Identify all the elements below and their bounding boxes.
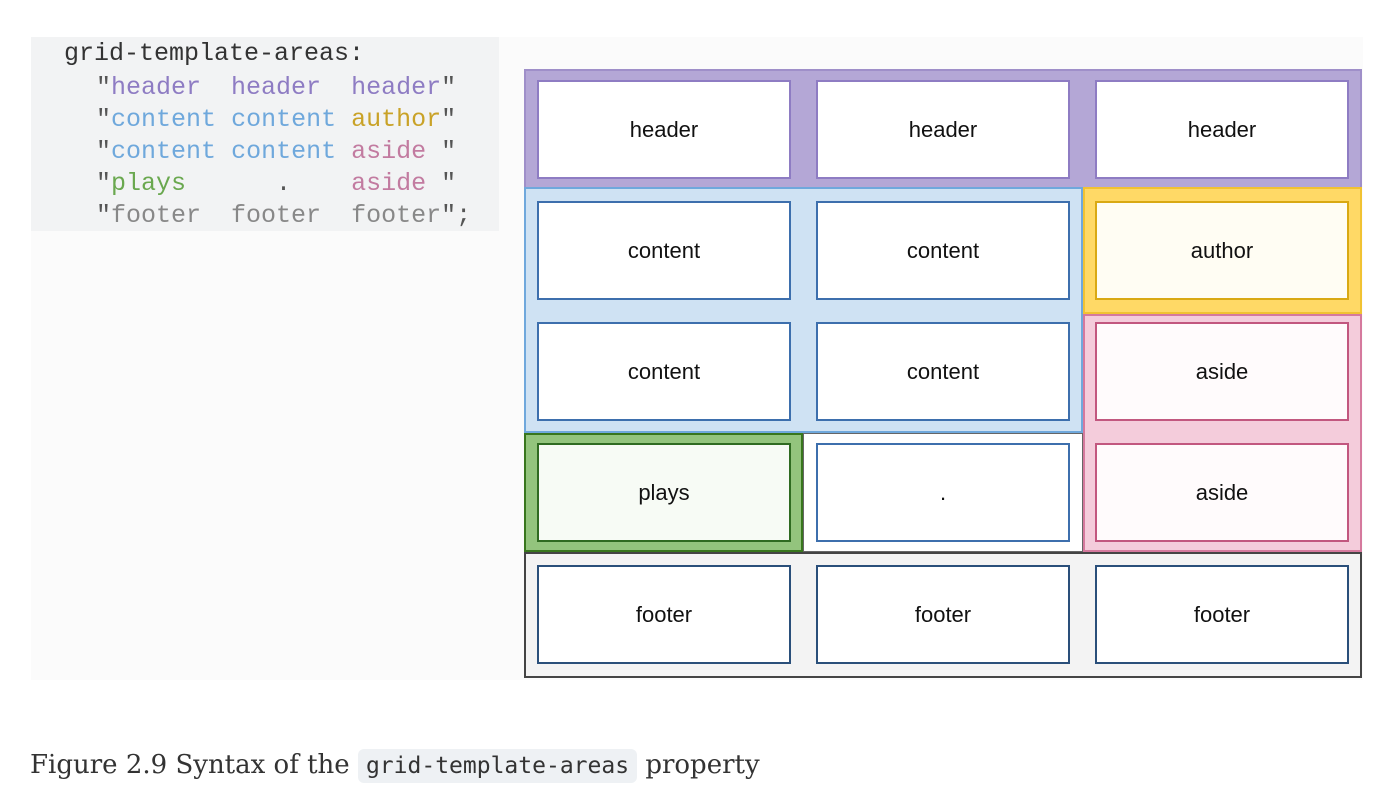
code-block — [31, 37, 499, 231]
code-token — [336, 105, 351, 134]
code-row-3: "content content aside " — [96, 136, 456, 168]
code-token: " — [426, 169, 457, 198]
grid-cell-header: header — [1095, 80, 1349, 179]
code-token — [186, 169, 276, 198]
code-row-2: "content content author" — [96, 104, 456, 136]
grid-cell-content: content — [537, 322, 791, 421]
code-token — [201, 73, 231, 102]
code-token: footer — [351, 201, 442, 230]
grid-cell-header: header — [537, 80, 791, 179]
code-row-5: "footer footer footer"; — [96, 200, 471, 232]
caption-suffix: property — [637, 750, 760, 780]
grid-cell-header: header — [816, 80, 1070, 179]
code-token: content — [231, 105, 337, 134]
code-row-4: "plays . aside " — [96, 168, 456, 200]
code-token: " — [96, 73, 112, 102]
code-token — [201, 201, 231, 230]
code-token: " — [96, 169, 112, 198]
code-token: " — [426, 137, 457, 166]
grid-cell-empty: . — [816, 443, 1070, 542]
code-token — [336, 137, 351, 166]
code-token: content — [231, 137, 337, 166]
grid-cell-plays: plays — [537, 443, 791, 542]
code-token: " — [96, 137, 112, 166]
code-token: . — [276, 169, 292, 198]
code-token: header — [351, 73, 442, 102]
code-token: " — [96, 201, 112, 230]
figure-caption: Figure 2.9 Syntax of the grid-template-a… — [30, 749, 760, 783]
code-token — [321, 201, 351, 230]
grid-cell-content: content — [816, 322, 1070, 421]
code-token: header — [231, 73, 322, 102]
grid-cell-content: content — [537, 201, 791, 300]
grid-diagram: header header header content content aut… — [524, 69, 1362, 678]
code-token: plays — [111, 169, 187, 198]
code-token: aside — [351, 169, 427, 198]
code-token — [291, 169, 351, 198]
grid-cell-aside: aside — [1095, 443, 1349, 542]
code-token: "; — [441, 201, 472, 230]
code-token — [216, 105, 231, 134]
code-token: " — [441, 73, 457, 102]
code-token: aside — [351, 137, 427, 166]
code-token: content — [111, 105, 217, 134]
code-token: footer — [231, 201, 322, 230]
grid-cell-author: author — [1095, 201, 1349, 300]
code-token: footer — [111, 201, 202, 230]
code-token: " — [441, 105, 457, 134]
code-token: author — [351, 105, 442, 134]
grid-cell-footer: footer — [816, 565, 1070, 664]
grid-cell-aside: aside — [1095, 322, 1349, 421]
code-token: header — [111, 73, 202, 102]
code-row-1: "header header header" — [96, 72, 456, 104]
grid-cell-footer: footer — [537, 565, 791, 664]
code-token — [321, 73, 351, 102]
caption-code: grid-template-areas — [357, 749, 638, 783]
code-token — [216, 137, 231, 166]
caption-prefix: Figure 2.9 Syntax of the — [30, 750, 358, 780]
grid-cell-footer: footer — [1095, 565, 1349, 664]
grid-cell-content: content — [816, 201, 1070, 300]
code-token: " — [96, 105, 112, 134]
code-token: content — [111, 137, 217, 166]
code-declaration: grid-template-areas: — [64, 39, 365, 68]
